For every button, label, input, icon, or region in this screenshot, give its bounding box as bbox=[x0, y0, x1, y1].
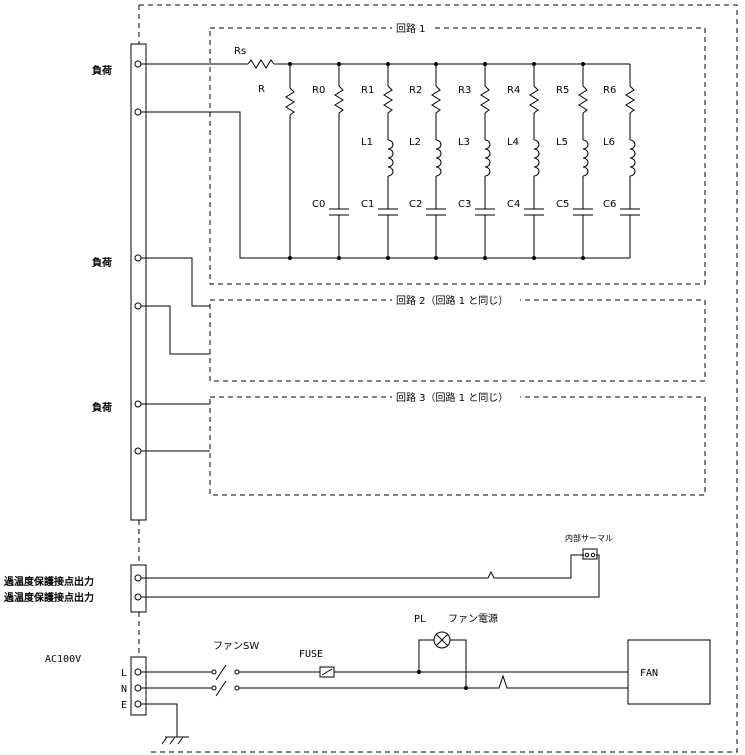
r-label: R bbox=[258, 84, 265, 95]
c-label-0: C0 bbox=[312, 199, 325, 210]
inductor-6 bbox=[629, 139, 636, 177]
fan-power-label: ファン電源 bbox=[448, 612, 498, 625]
l-label-1: L1 bbox=[361, 137, 373, 148]
circuit-1-label: 回路 1 bbox=[396, 22, 426, 35]
internal-thermal-switch bbox=[582, 548, 598, 560]
r-label-3: R3 bbox=[458, 85, 471, 96]
internal-thermal-label: 内部サーマル bbox=[565, 533, 613, 543]
r-label-2: R2 bbox=[409, 85, 422, 96]
resistor-0 bbox=[334, 85, 344, 114]
thermal-terminal-strip bbox=[130, 564, 147, 613]
return-wire bbox=[141, 111, 630, 259]
load-terminal-strip bbox=[130, 43, 147, 521]
resistor-2 bbox=[431, 85, 441, 114]
l-label-4: L4 bbox=[507, 137, 519, 148]
inductor-5 bbox=[582, 139, 589, 177]
fan-switch-n bbox=[215, 680, 227, 697]
l-label-3: L3 bbox=[458, 137, 470, 148]
fan-switch-l bbox=[215, 664, 227, 681]
fuse-label: FUSE bbox=[299, 649, 323, 660]
circuit-1-box bbox=[209, 27, 706, 285]
resistor-1 bbox=[383, 85, 393, 114]
terminal-l-label: L bbox=[121, 668, 127, 679]
resistor-4 bbox=[529, 85, 539, 114]
pl-label: PL bbox=[414, 614, 426, 625]
inductor-2 bbox=[435, 139, 442, 177]
c-label-6: C6 bbox=[603, 199, 616, 210]
l-label-6: L6 bbox=[603, 137, 615, 148]
overtemp-label-1: 過温度保護接点出力 bbox=[3, 575, 94, 588]
circuit-2-label: 回路 2（回路 1 と同じ） bbox=[396, 294, 508, 307]
circuit-3-label: 回路 3（回路 1 と同じ） bbox=[396, 391, 508, 404]
load-label-3: 負荷 bbox=[92, 401, 112, 414]
fan-sw-label: ファンSW bbox=[213, 641, 259, 652]
terminal-e-label: E bbox=[121, 700, 127, 711]
r-label-0: R0 bbox=[312, 85, 325, 96]
r-label-5: R5 bbox=[556, 85, 569, 96]
ac-label: AC100V bbox=[45, 654, 81, 665]
r-label-4: R4 bbox=[507, 85, 520, 96]
rs-label: Rs bbox=[234, 46, 246, 57]
circuit-2-box bbox=[209, 299, 706, 382]
c-label-2: C2 bbox=[409, 199, 422, 210]
c-label-1: C1 bbox=[361, 199, 374, 210]
inductor-4 bbox=[533, 139, 540, 177]
c-label-5: C5 bbox=[556, 199, 569, 210]
terminal-screws bbox=[134, 60, 142, 708]
fan-box bbox=[627, 639, 711, 705]
inductor-1 bbox=[387, 139, 394, 177]
resistor-r bbox=[285, 87, 295, 116]
fan-label: FAN bbox=[640, 668, 658, 679]
resistor-rs bbox=[247, 59, 275, 69]
circuit-3-box bbox=[209, 396, 706, 496]
pilot-lamp bbox=[433, 631, 451, 649]
inductor-3 bbox=[484, 139, 491, 177]
c-label-4: C4 bbox=[507, 199, 520, 210]
resistor-5 bbox=[578, 85, 588, 114]
load-label-2: 負荷 bbox=[92, 256, 112, 269]
resistor-6 bbox=[625, 85, 635, 114]
load-label-1: 負荷 bbox=[92, 64, 112, 77]
resistor-3 bbox=[480, 85, 490, 114]
power-terminal-strip bbox=[130, 656, 147, 716]
c-label-3: C3 bbox=[458, 199, 471, 210]
overtemp-label-2: 過温度保護接点出力 bbox=[3, 591, 94, 604]
enclosure-border bbox=[139, 4, 738, 753]
junction-dots bbox=[288, 62, 585, 260]
l-label-5: L5 bbox=[556, 137, 568, 148]
l-label-2: L2 bbox=[409, 137, 421, 148]
r-label-1: R1 bbox=[361, 85, 374, 96]
terminal-n-label: N bbox=[121, 684, 127, 695]
r-label-6: R6 bbox=[603, 85, 616, 96]
